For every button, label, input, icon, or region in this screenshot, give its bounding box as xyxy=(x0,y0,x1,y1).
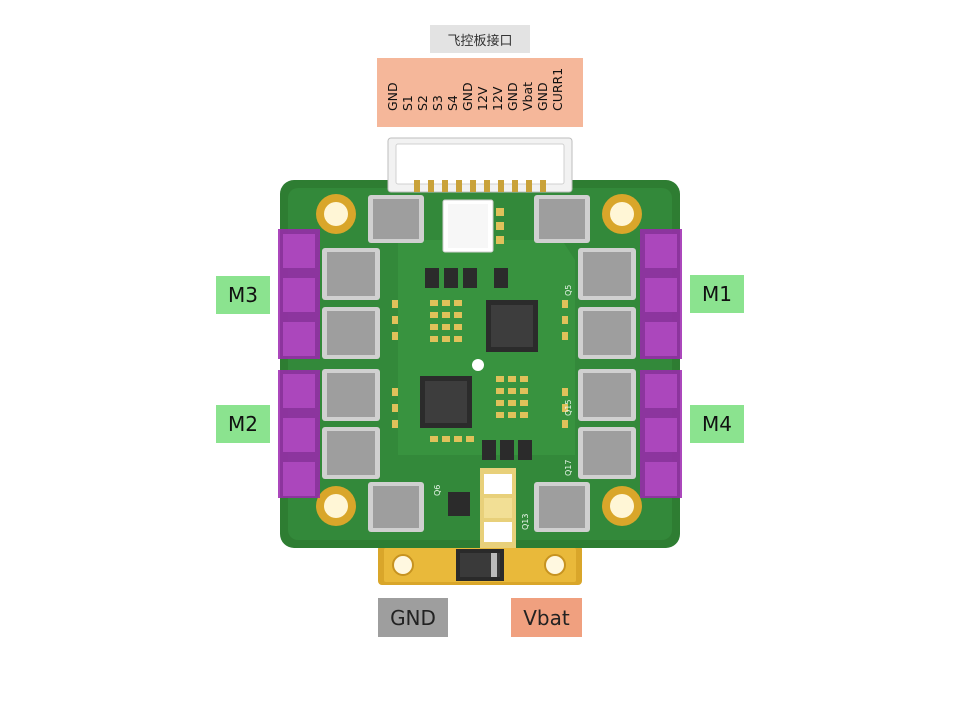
mcu-chips xyxy=(420,300,538,428)
silk-q5: Q5 xyxy=(564,285,573,296)
motor-pads-left xyxy=(278,229,320,498)
small-components xyxy=(392,208,568,442)
gnd-hole xyxy=(392,554,414,576)
pin-label-gnd-4: GND xyxy=(534,81,550,111)
mosfets xyxy=(322,195,636,532)
vbat-hole xyxy=(544,554,566,576)
pin-label-s1: S1 xyxy=(399,94,415,111)
power-label-gnd: GND xyxy=(378,598,448,637)
pin-label-vbat: Vbat xyxy=(519,81,535,111)
motor-label-m1: M1 xyxy=(690,275,744,313)
pin-label-12v: 12V xyxy=(474,86,490,111)
silk-q15: Q15 xyxy=(564,400,573,416)
silk-q13: Q13 xyxy=(521,514,530,530)
mounting-holes xyxy=(316,194,642,526)
silk-q17: Q17 xyxy=(564,460,573,476)
fiducial xyxy=(472,359,484,371)
silk-q6: Q6 xyxy=(433,485,442,496)
motor-label-m3: M3 xyxy=(216,276,270,314)
pin-label-gnd-3: GND xyxy=(504,81,520,111)
pin-label-curr1: CURR1 xyxy=(549,67,565,111)
pin-label-s3: S3 xyxy=(429,94,445,111)
motor-label-m2: M2 xyxy=(216,405,270,443)
pin-label-gnd: GND xyxy=(384,81,400,111)
motor-pads-right xyxy=(640,229,682,498)
pin-label-s2: S2 xyxy=(414,94,430,111)
pin-label-12v-2: 12V xyxy=(489,86,505,111)
power-label-vbat: Vbat xyxy=(511,598,582,637)
connector-title: 飞控板接口 xyxy=(430,25,530,53)
pin-label-gnd-2: GND xyxy=(459,81,475,111)
pin-label-s4: S4 xyxy=(444,94,460,111)
connector-pin-labels: GND S1 S2 S3 S4 GND 12V 12V GND Vbat GND… xyxy=(377,58,583,127)
sot-parts xyxy=(425,268,532,516)
motor-label-m4: M4 xyxy=(690,405,744,443)
